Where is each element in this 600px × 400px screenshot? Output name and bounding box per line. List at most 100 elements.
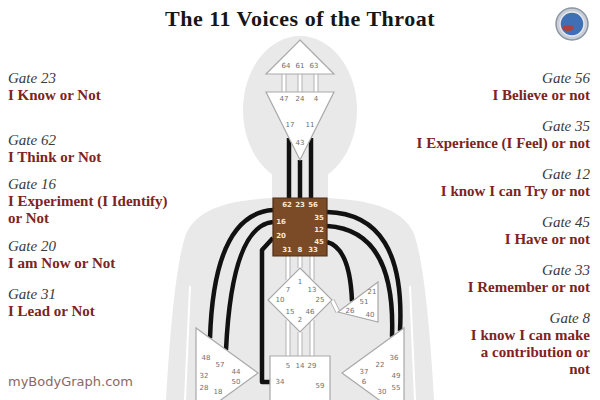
gate-number: 28	[200, 385, 209, 392]
gate-voice: I know I can make a contribution or not	[463, 327, 590, 378]
channel-line	[288, 320, 289, 356]
gate-number: 25	[316, 297, 325, 304]
defined-channel	[327, 226, 392, 337]
gate-number: 46	[306, 309, 315, 316]
gate-number: 56	[308, 202, 318, 209]
gate-number: 24	[296, 96, 305, 103]
gate-number: 32	[200, 373, 209, 380]
gate-voice: I am Now or Not	[8, 255, 115, 272]
gate-number: 29	[308, 363, 317, 370]
center-outline	[196, 328, 258, 400]
channel-line	[327, 226, 392, 337]
gate-voice: I Lead or Not	[8, 303, 95, 320]
channel-line	[316, 74, 317, 92]
channel-outline	[298, 256, 303, 268]
gate-number: 23	[295, 202, 305, 209]
channel-outline	[298, 74, 303, 92]
gate-number: 16	[276, 219, 286, 226]
gate-number: 51	[360, 299, 369, 306]
gate-label: Gate 56	[542, 70, 590, 87]
gate-number: 6	[362, 379, 366, 386]
gate-number: 50	[232, 379, 241, 386]
channel-outline	[314, 74, 319, 92]
gate-number: 21	[368, 289, 377, 296]
gate-number: 33	[308, 247, 318, 254]
gate-number: 11	[306, 122, 315, 129]
channel-line	[312, 320, 313, 356]
gate-voice: I Experiment (I Identify) or Not	[8, 193, 176, 227]
gate-number: 18	[214, 389, 223, 396]
center-outline	[268, 268, 332, 332]
arm-line	[410, 286, 415, 400]
gate-label: Gate 35	[542, 118, 590, 135]
sacral-center: 514293459	[270, 356, 330, 400]
center-outline	[338, 282, 378, 322]
gate-voice: I know I can Try or not	[441, 183, 590, 200]
gate-number: 26	[346, 308, 355, 315]
center-outline	[342, 328, 404, 400]
channel-fill	[315, 74, 318, 92]
gate-label: Gate 23	[8, 70, 56, 87]
gate-number: 22	[376, 362, 385, 369]
channel-outline	[298, 332, 303, 356]
gate-number: 14	[296, 363, 305, 370]
watermark: myBodyGraph.com	[8, 374, 133, 389]
channel-outline	[286, 320, 291, 356]
channel-line	[226, 222, 273, 350]
gate-number: 5	[286, 363, 290, 370]
channel-line	[300, 256, 301, 268]
gate-number: 4	[314, 96, 318, 103]
defined-channel	[226, 222, 273, 350]
ego-center: 21 51 26 40	[338, 282, 378, 322]
gate-label: Gate 8	[550, 310, 590, 327]
gate-number: 40	[366, 312, 375, 319]
g-center: 1713102515462	[268, 268, 332, 332]
gate-number: 20	[276, 233, 286, 240]
gate-label: Gate 12	[542, 166, 590, 183]
channel-fill	[311, 320, 314, 356]
spleen-center: 48 57 44 50 32 28 18	[196, 328, 258, 400]
gate-label: Gate 45	[542, 214, 590, 231]
center-outline	[266, 92, 334, 160]
logo-ring	[556, 8, 588, 40]
gate-number: 44	[232, 369, 241, 376]
channel-outline	[286, 256, 291, 280]
gate-number: 48	[202, 355, 211, 362]
channel-fill	[299, 256, 302, 268]
channel-fill	[311, 256, 314, 280]
gate-number: 49	[392, 373, 401, 380]
gate-number: 61	[296, 63, 305, 70]
gate-number: 30	[378, 389, 387, 396]
gate-number: 64	[282, 63, 291, 70]
gate-number: 37	[360, 369, 369, 376]
gate-voice: I Think or Not	[8, 149, 101, 166]
channel-outline	[310, 320, 315, 356]
channel-outline	[282, 74, 287, 92]
gate-label: Gate 62	[8, 132, 56, 149]
channel-line	[327, 242, 352, 302]
logo-detail	[562, 25, 574, 31]
center-outline	[266, 40, 334, 74]
gate-number: 63	[310, 63, 319, 70]
gate-number: 15	[286, 309, 295, 316]
gate-number: 34	[276, 379, 285, 386]
channel-outline	[332, 300, 338, 312]
center-outline	[270, 356, 330, 400]
gate-number: 43	[296, 140, 305, 147]
gate-label: Gate 20	[8, 238, 56, 255]
gate-number: 8	[298, 247, 303, 254]
gate-number: 45	[314, 239, 324, 246]
gate-number: 17	[286, 122, 295, 129]
channel-fill	[299, 74, 302, 92]
throat-center: 622356163520124531833	[273, 198, 327, 256]
channel-line	[312, 256, 313, 280]
channel-line	[284, 74, 285, 92]
gate-number: 57	[216, 362, 225, 369]
channel-outline	[310, 256, 315, 280]
channel-line	[300, 332, 301, 356]
gate-label: Gate 31	[8, 286, 56, 303]
logo-disc	[560, 12, 584, 36]
channel-line	[327, 212, 400, 331]
defined-channel	[327, 212, 400, 331]
